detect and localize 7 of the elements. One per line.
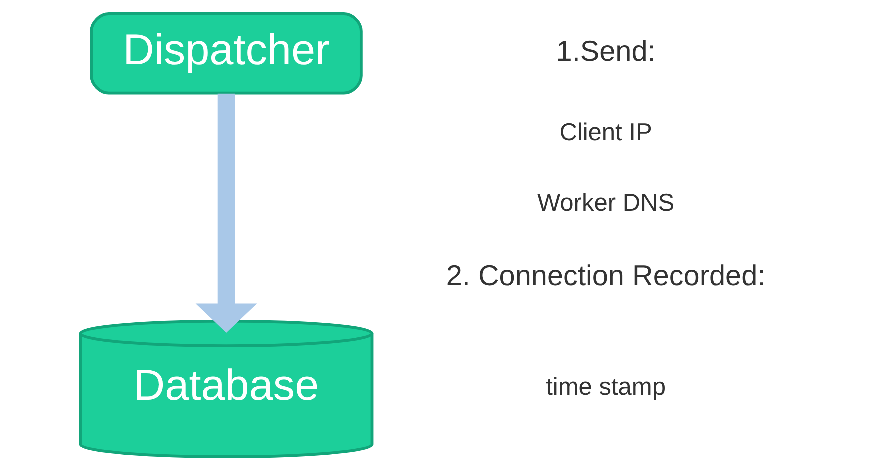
- label: 1.Send:: [556, 36, 656, 68]
- label: time stamp: [546, 374, 666, 402]
- label: Worker DNS: [537, 190, 675, 218]
- node-box: Dispatcher: [90, 12, 363, 95]
- label: Client IP: [560, 119, 652, 146]
- arrow: [196, 94, 258, 334]
- label: 2. Connection Recorded:: [446, 260, 766, 292]
